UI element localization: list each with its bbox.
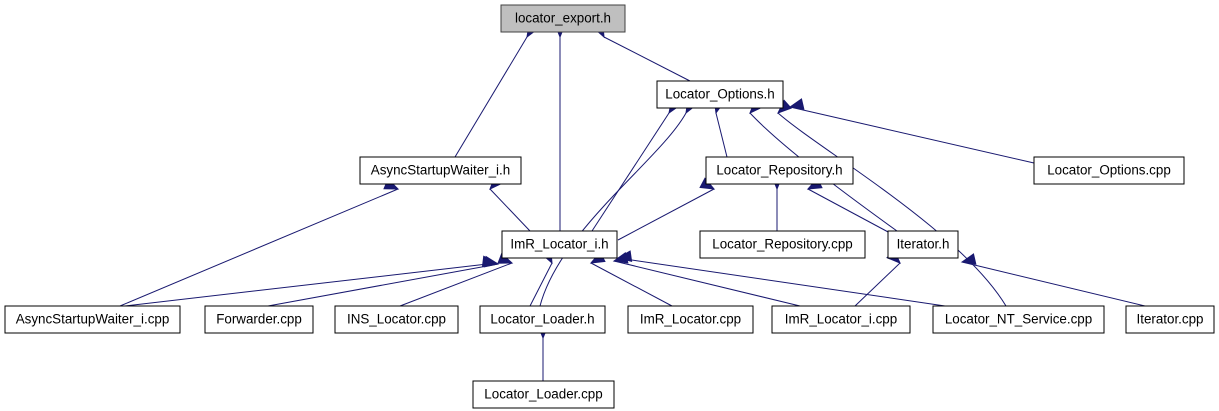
graph-node-locator_loader_cpp[interactable]: Locator_Loader.cpp <box>472 380 615 409</box>
edge-line <box>529 262 553 307</box>
graph-node-locator_nt_service_cpp[interactable]: Locator_NT_Service.cpp <box>932 305 1105 334</box>
graph-node-ins_locator_cpp[interactable]: INS_Locator.cpp <box>334 305 459 334</box>
node-box[interactable] <box>334 305 459 334</box>
graph-node-locator_options_cpp[interactable]: Locator_Options.cpp <box>1033 156 1185 185</box>
edge-line <box>617 188 715 241</box>
node-box[interactable] <box>500 4 626 33</box>
node-label: Locator_NT_Service.cpp <box>945 312 1092 327</box>
node-layer: locator_export.hLocator_Options.hAsyncSt… <box>4 4 1215 409</box>
graph-node-imr_locator_cpp[interactable]: ImR_Locator.cpp <box>627 305 754 334</box>
node-label: Locator_Loader.h <box>490 312 594 327</box>
graph-node-asyncstartupwaiter_i_h[interactable]: AsyncStartupWaiter_i.h <box>359 156 522 185</box>
edge-line <box>124 262 497 307</box>
edge-line <box>777 112 1007 307</box>
node-label: Locator_Options.cpp <box>1047 163 1171 178</box>
node-box[interactable] <box>479 305 606 334</box>
node-label: Locator_Loader.cpp <box>484 387 602 402</box>
dependency-edge <box>554 23 566 231</box>
edge-line <box>399 262 513 307</box>
node-box[interactable] <box>699 230 866 259</box>
node-box[interactable] <box>1033 156 1185 185</box>
node-label: Locator_Repository.cpp <box>712 237 852 252</box>
dependency-edge <box>960 253 1146 307</box>
edge-line <box>590 262 673 307</box>
dependency-edge <box>616 250 946 307</box>
graph-node-iterator_h[interactable]: Iterator.h <box>887 230 959 259</box>
dependency-edge <box>454 22 540 158</box>
node-box[interactable] <box>771 305 911 334</box>
node-label: INS_Locator.cpp <box>347 312 446 327</box>
dependency-edge <box>267 255 500 307</box>
edge-line <box>603 36 691 82</box>
node-label: Iterator.cpp <box>1137 312 1204 327</box>
graph-node-iterator_cpp[interactable]: Iterator.cpp <box>1125 305 1215 334</box>
node-label: ImR_Locator.cpp <box>640 312 741 327</box>
node-box[interactable] <box>932 305 1105 334</box>
edge-line <box>613 260 801 307</box>
node-box[interactable] <box>656 80 784 109</box>
edge-line <box>119 188 399 307</box>
edge-line <box>715 112 728 158</box>
edge-line <box>454 36 528 158</box>
dependency-edge <box>776 99 1007 307</box>
node-box[interactable] <box>4 305 181 334</box>
dependency-edge <box>591 98 682 232</box>
edge-line <box>489 188 531 232</box>
edge-line <box>807 188 891 234</box>
node-box[interactable] <box>887 230 959 259</box>
node-box[interactable] <box>472 380 615 409</box>
node-box[interactable] <box>359 156 522 185</box>
edge-line <box>961 261 1146 307</box>
node-label: Locator_Repository.h <box>716 163 842 178</box>
dependency-edge <box>399 252 514 307</box>
edge-arrowhead <box>960 253 977 265</box>
edge-line <box>539 112 687 307</box>
graph-node-locator_loader_h[interactable]: Locator_Loader.h <box>479 305 606 334</box>
edge-arrowhead <box>616 250 633 263</box>
node-box[interactable] <box>705 156 854 185</box>
node-box[interactable] <box>501 230 618 259</box>
graph-node-locator_options_h[interactable]: Locator_Options.h <box>656 80 784 109</box>
edge-arrowhead <box>788 98 805 110</box>
node-label: Iterator.h <box>897 237 950 252</box>
node-label: ImR_Locator_i.h <box>510 237 608 252</box>
graph-node-asyncstartupwaiter_i_cpp[interactable]: AsyncStartupWaiter_i.cpp <box>4 305 181 334</box>
dependency-edge <box>612 251 801 307</box>
edge-line <box>591 112 670 232</box>
node-label: AsyncStartupWaiter_i.h <box>371 163 510 178</box>
node-label: ImR_Locator_i.cpp <box>785 312 897 327</box>
edge-line <box>617 257 946 307</box>
node-box[interactable] <box>204 305 314 334</box>
node-label: locator_export.h <box>515 11 611 26</box>
edge-line <box>789 106 1035 164</box>
dependency-edge <box>854 249 901 307</box>
graph-node-forwarder_cpp[interactable]: Forwarder.cpp <box>204 305 314 334</box>
dependency-edge <box>806 177 891 234</box>
node-box[interactable] <box>627 305 754 334</box>
edge-arrowhead <box>483 255 500 268</box>
node-box[interactable] <box>1125 305 1215 334</box>
node-label: Forwarder.cpp <box>216 312 302 327</box>
edge-line <box>854 262 901 307</box>
edge-line <box>267 263 499 307</box>
dependency-edge <box>788 98 1035 164</box>
dependency-edge <box>119 178 400 307</box>
graph-node-locator_repository_h[interactable]: Locator_Repository.h <box>705 156 854 185</box>
node-label: AsyncStartupWaiter_i.cpp <box>16 312 170 327</box>
graph-node-locator_export_h[interactable]: locator_export.h <box>500 4 626 33</box>
graph-node-imr_locator_i_cpp[interactable]: ImR_Locator_i.cpp <box>771 305 911 334</box>
graph-node-imr_locator_i_h[interactable]: ImR_Locator_i.h <box>501 230 618 259</box>
node-label: Locator_Options.h <box>665 87 774 102</box>
graph-node-locator_repository_cpp[interactable]: Locator_Repository.cpp <box>699 230 866 259</box>
